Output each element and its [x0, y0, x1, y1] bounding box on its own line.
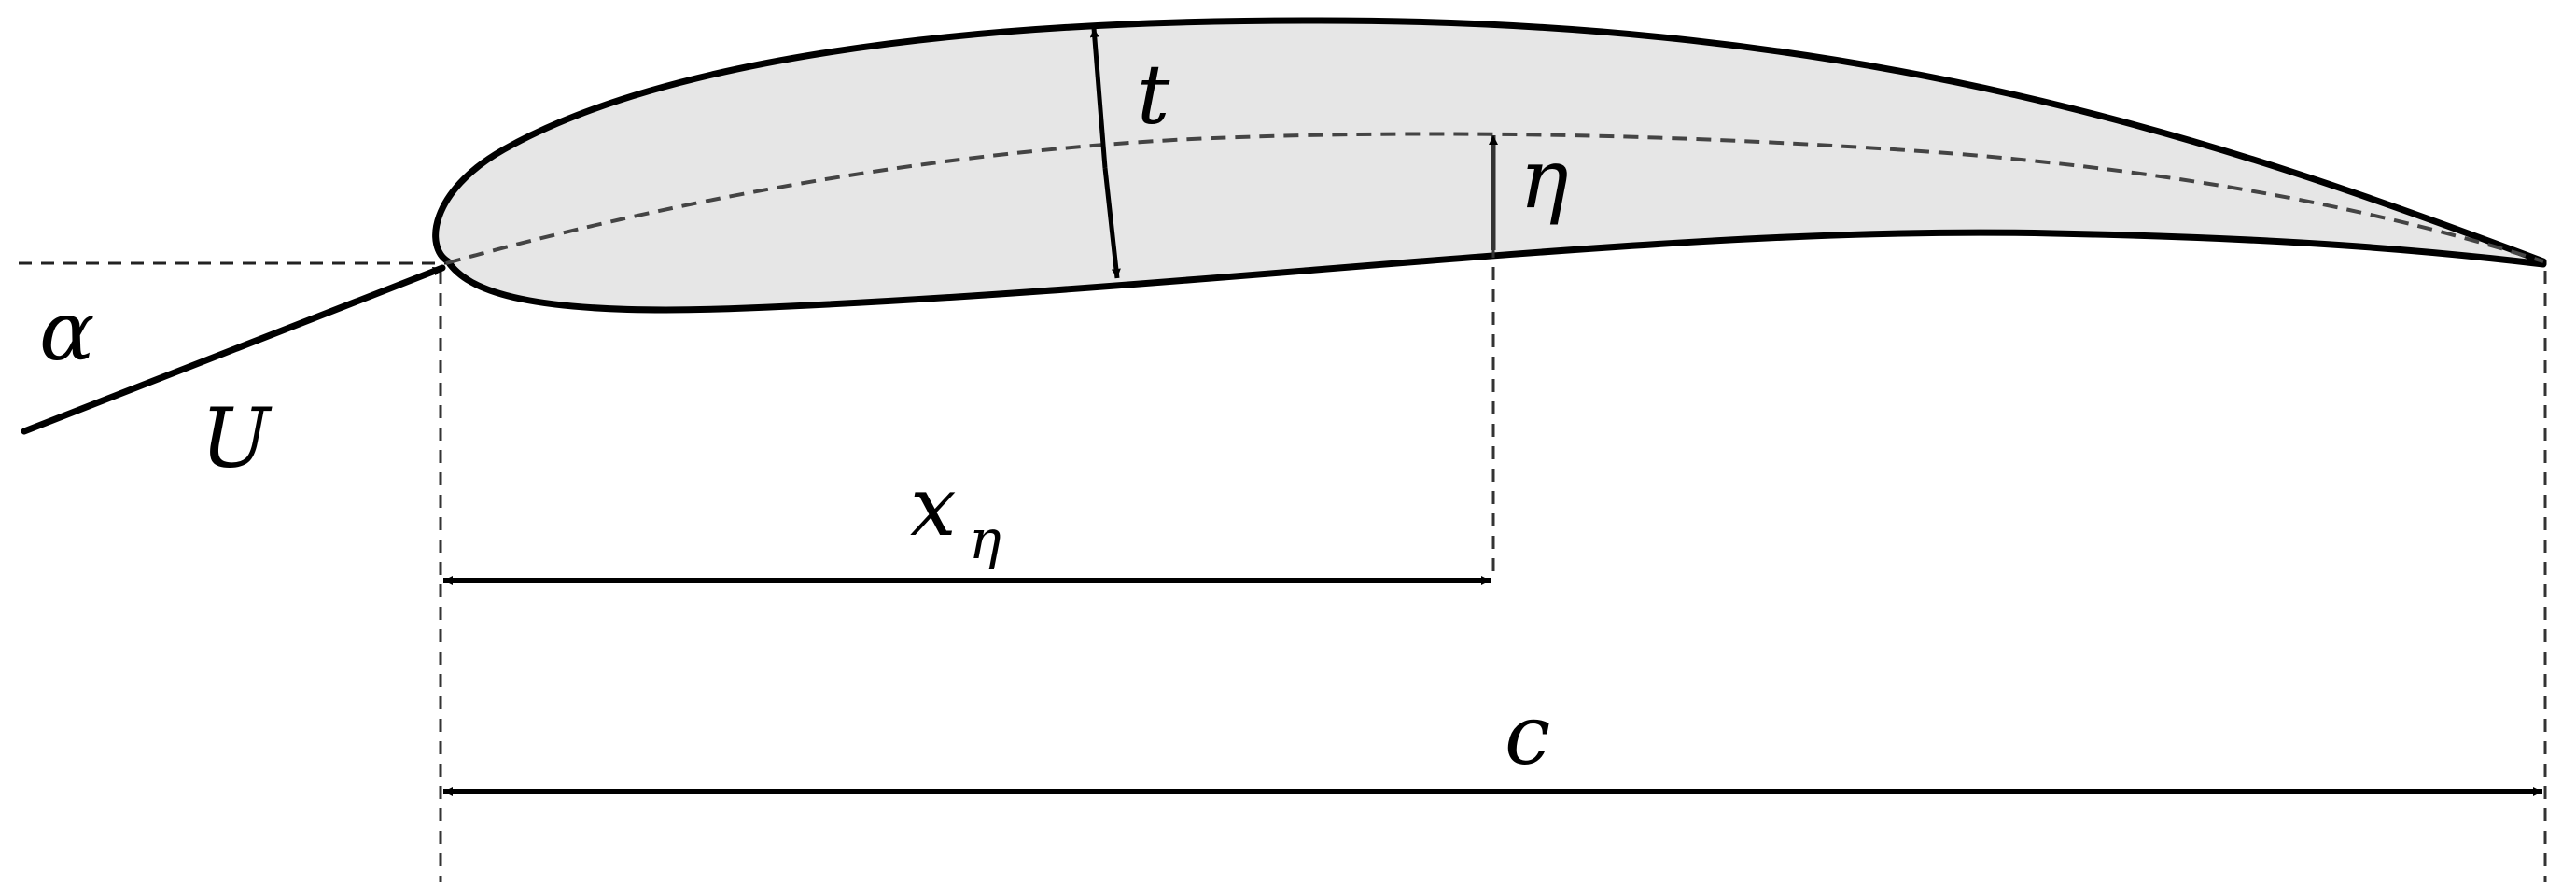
camber-position-subscript: η	[969, 508, 1001, 571]
velocity-label: U	[201, 390, 273, 486]
thickness-label: t	[1137, 47, 1170, 143]
camber-position-label: x	[910, 458, 957, 554]
chord-label: c	[1505, 687, 1550, 783]
airfoil-outline	[432, 17, 2547, 314]
camber-label: η	[1519, 131, 1569, 227]
thickness-arrow-down	[1102, 167, 1121, 279]
thickness-arrow-up	[1089, 27, 1108, 169]
camber-line	[445, 132, 2544, 265]
alpha-label: α	[39, 283, 94, 379]
velocity-arrow	[21, 264, 446, 435]
